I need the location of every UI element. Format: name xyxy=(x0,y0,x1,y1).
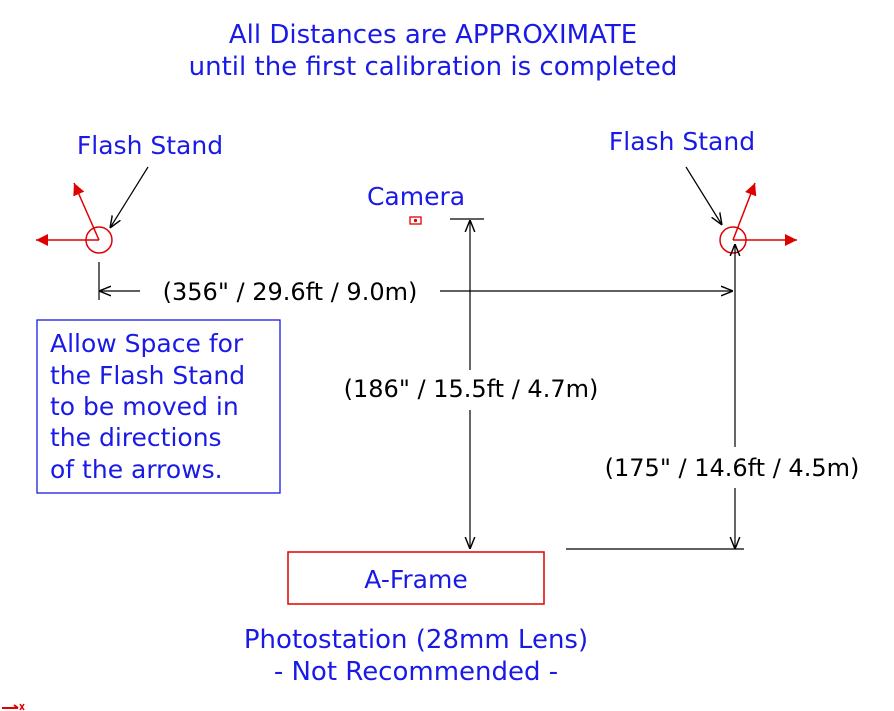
horizontal-dimension-label: (356" / 29.6ft / 9.0m) xyxy=(163,278,418,306)
camera-to-frame-label: (186" / 15.5ft / 4.7m) xyxy=(344,375,599,403)
header-line-1: All Distances are APPROXIMATE xyxy=(229,20,637,50)
flash-stand-right-label: Flash Stand xyxy=(609,127,755,156)
flash-stand-right-arrow-up xyxy=(732,182,757,241)
flash-to-frame-label: (175" / 14.6ft / 4.5m) xyxy=(605,454,860,482)
note-line-5: of the arrows. xyxy=(50,455,223,484)
footer-line-2: - Not Recommended - xyxy=(274,657,558,687)
note-line-4: the directions xyxy=(50,423,222,452)
note-line-1: Allow Space for xyxy=(50,329,244,358)
note-line-3: to be moved in xyxy=(50,392,239,421)
header-line-2: until the first calibration is completed xyxy=(189,52,678,82)
a-frame-box xyxy=(287,551,545,605)
flash-stand-right-pointer xyxy=(685,166,722,225)
flash-stand-left-label: Flash Stand xyxy=(77,131,223,160)
flash-stand-left xyxy=(36,166,149,254)
a-frame-label: A-Frame xyxy=(364,565,467,594)
ucs-corner-icon xyxy=(2,703,25,711)
note-box xyxy=(36,319,281,494)
flash-stand-right xyxy=(685,166,797,254)
note-line-2: the Flash Stand xyxy=(50,361,245,390)
flash-stand-left-arrow-up xyxy=(73,182,100,241)
camera-label: Camera xyxy=(367,182,465,211)
camera-icon xyxy=(409,216,422,225)
footer-line-1: Photostation (28mm Lens) xyxy=(244,625,588,655)
flash-stand-left-pointer xyxy=(110,166,149,228)
